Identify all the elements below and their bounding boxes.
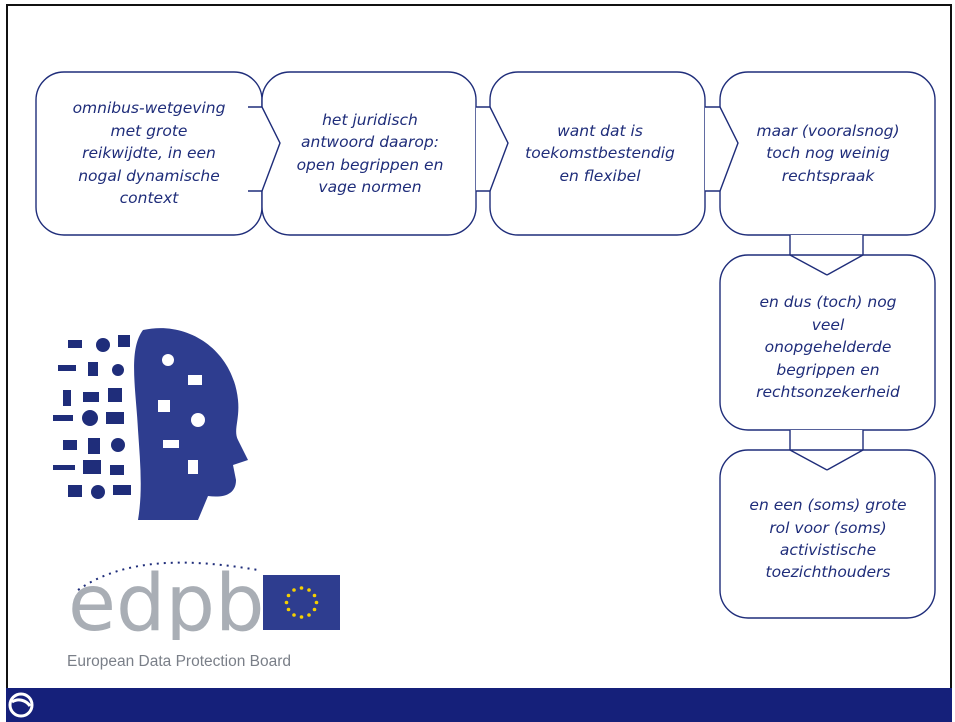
arrow-2-3 [476,106,509,192]
box-6-text: en een (soms) grote rol voor (soms) acti… [749,496,907,582]
box-5-text: en dus (toch) nog veel onopgehelderde be… [756,293,900,402]
arrow-head-4-5 [789,254,864,276]
edpb-wordmark: edpb [68,560,265,640]
eu-flag-icon [263,575,340,630]
footer-bar [6,688,952,722]
box-3-text: want dat is toekomstbestendig en flexibe… [525,121,675,185]
box-6 [719,449,936,619]
circular-logo-icon [8,692,34,718]
box-4-text: maar (vooralsnog) toch nog weinig rechts… [756,121,900,185]
arrow-3-4 [705,106,739,192]
edpb-caption: European Data Protection Board [67,653,292,670]
arrow-head-5-6 [789,449,864,471]
box-2-text: het juridisch antwoord daarop: open begr… [296,110,444,196]
box-1-text: omnibus-wetgeving met grote reikwijdte, … [72,99,226,208]
head-silhouette-objects-icon [53,328,248,520]
arrow-1-2 [248,106,281,192]
edpb-wordmark-text: edpb [68,560,265,640]
